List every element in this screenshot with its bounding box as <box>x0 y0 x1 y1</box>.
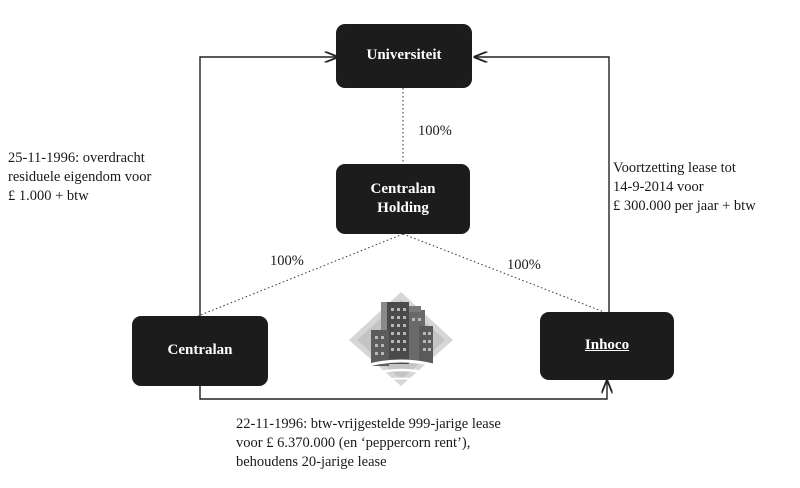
node-inhoco-label: Inhoco <box>584 337 630 354</box>
node-holding-label: Centralan Holding <box>370 180 436 217</box>
lease-arrow <box>199 381 607 400</box>
node-universiteit-label: Universiteit <box>366 47 442 64</box>
node-centralan-holding: Centralan Holding <box>336 164 470 234</box>
ownership-line-centralan <box>197 233 404 317</box>
ownership-centralan-pct: 100% <box>270 253 304 269</box>
transfer-annotation: 25-11-1996: overdracht residuele eigendo… <box>8 150 152 205</box>
node-universiteit: Universiteit <box>336 24 472 88</box>
node-centralan-label: Centralan <box>167 342 233 359</box>
ownership-holding-pct: 100% <box>418 123 452 139</box>
lease-annotation: 22-11-1996: btw-vrijgestelde 999-jarige … <box>236 416 501 471</box>
continuation-arrow <box>475 57 610 312</box>
node-centralan: Centralan <box>132 316 268 386</box>
ownership-inhoco-pct: 100% <box>507 257 541 273</box>
node-inhoco: Inhoco <box>540 312 674 380</box>
building-icon <box>349 292 453 386</box>
continuation-annotation: Voortzetting lease tot 14-9-2014 voor £ … <box>613 160 756 215</box>
transfer-arrow <box>199 57 337 318</box>
